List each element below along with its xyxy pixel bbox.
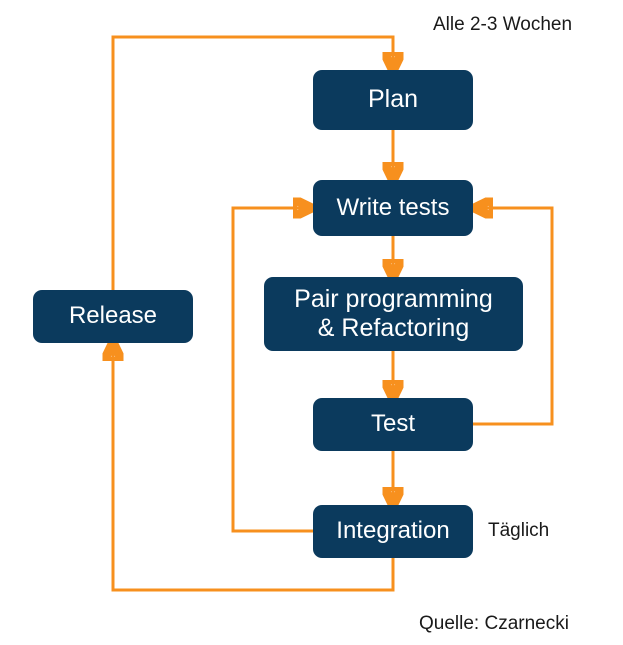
- edge-integration-to-release: [113, 351, 395, 592]
- node-integration[interactable]: Integration: [313, 505, 473, 558]
- node-test-label: Test: [370, 410, 415, 438]
- node-release-label: Release: [68, 302, 158, 330]
- node-test[interactable]: Test: [313, 398, 473, 451]
- node-release[interactable]: Release: [33, 290, 193, 343]
- annotation-source-credit: Quelle: Czarnecki: [419, 613, 569, 634]
- annotation-iteration-cadence: Alle 2-3 Wochen: [433, 14, 573, 35]
- node-integration-label: Integration: [336, 517, 450, 545]
- node-pair-programming-label-line1: Pair programming: [294, 284, 493, 313]
- node-plan-label: Plan: [367, 85, 419, 114]
- node-plan[interactable]: Plan: [313, 70, 473, 130]
- node-pair-programming-label-line2: & Refactoring: [317, 314, 470, 342]
- node-write-tests[interactable]: Write tests: [313, 180, 473, 236]
- node-write-tests-label: Write tests: [336, 193, 450, 221]
- edge-test-back-to-write: [473, 208, 554, 426]
- edge-release-to-plan: [111, 35, 393, 290]
- annotation-daily-cadence: Täglich: [488, 520, 550, 541]
- edge-integration-to-write: [231, 208, 313, 533]
- node-pair-programming-text: Pair programming & Refactoring: [294, 285, 493, 344]
- node-pair-programming[interactable]: Pair programming & Refactoring: [264, 277, 523, 351]
